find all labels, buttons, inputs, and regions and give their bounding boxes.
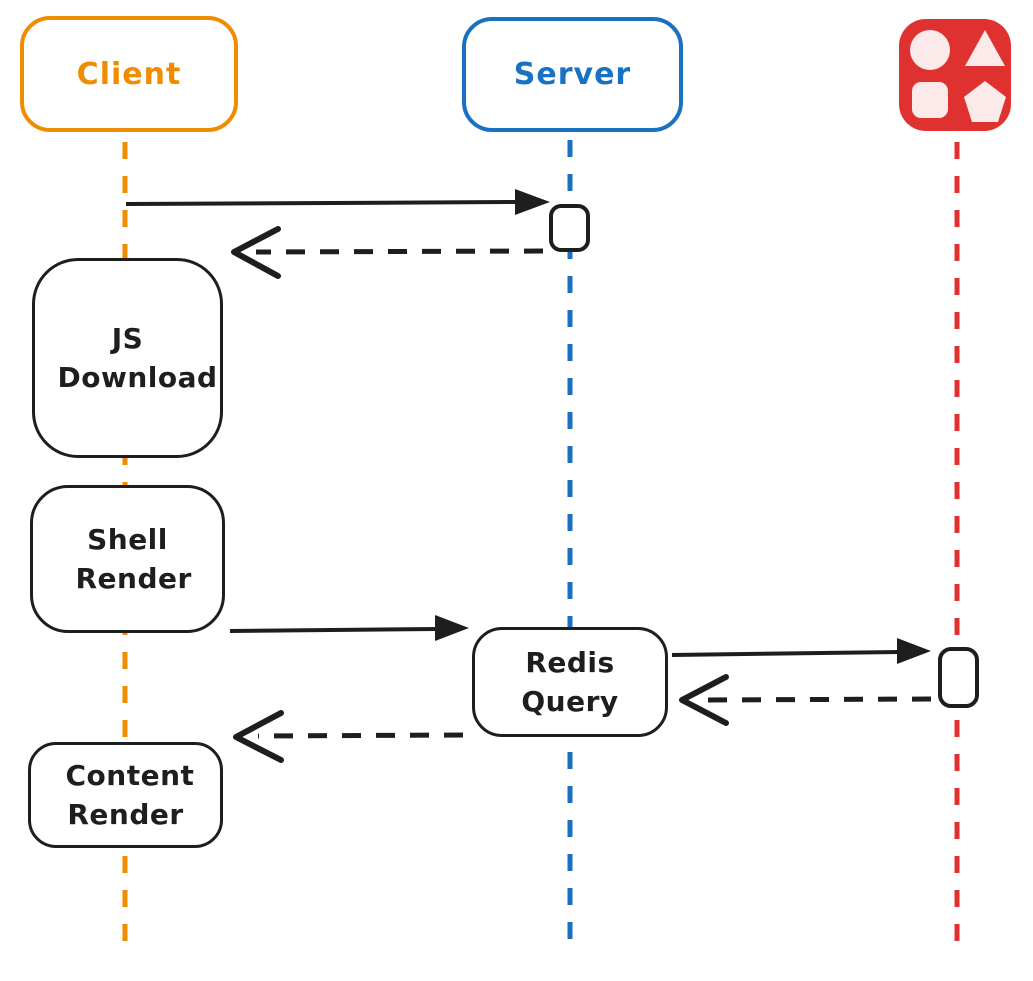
arrowhead-left-open-icon [231,226,281,279]
actor-datastore [899,19,1011,131]
message-shell-to-redis-line [229,627,438,633]
node-content-render-label: Content Render [65,758,195,831]
arrowhead-right-icon [515,189,550,215]
server-activation-bar [549,204,590,252]
arrowhead-left-open-icon [679,674,729,726]
message-server-to-client-line [255,248,544,255]
shapes-icon [899,19,1011,131]
message-datastore-to-redis-line [701,696,932,703]
square-shape [912,82,948,118]
triangle-shape [965,30,1005,66]
actor-client: Client [20,16,238,132]
message-redis-to-content-line [257,732,464,739]
actor-server-label: Server [513,57,632,92]
node-redis-query-label: Redis Query [521,645,619,718]
message-redis-to-datastore-line [671,650,900,657]
arrowhead-left-open-icon [233,710,284,763]
node-redis-query: Redis Query [472,627,668,737]
message-client-to-server-line [125,200,519,206]
pentagon-shape [964,81,1006,122]
arrowhead-right-icon [897,638,931,664]
circle-shape [910,30,950,70]
node-js-download-label: JS Download [57,321,218,394]
node-shell-render: Shell Render [30,485,225,633]
arrowhead-right-icon [435,615,469,641]
datastore-activation-bar [938,647,979,708]
node-content-render: Content Render [28,742,223,848]
node-shell-render-label: Shell Render [75,522,192,595]
node-js-download: JS Download [32,258,223,458]
actor-client-label: Client [76,56,182,92]
actor-server: Server [462,17,683,132]
